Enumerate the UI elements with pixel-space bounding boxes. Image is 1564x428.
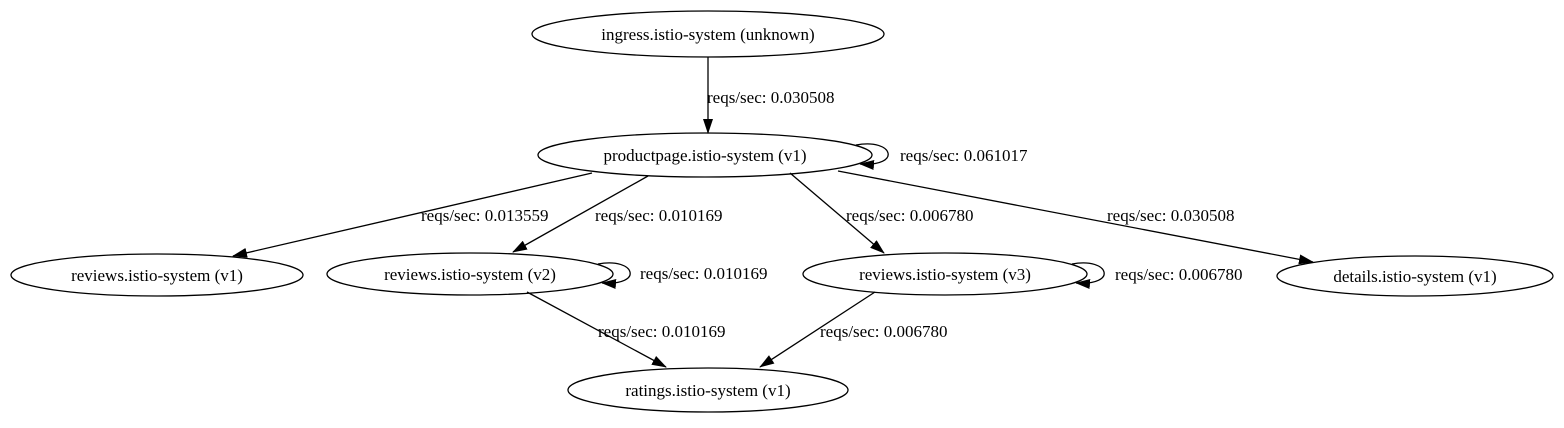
edge-productpage-reviews-v2-label: reqs/sec: 0.010169 (595, 206, 722, 225)
edge-reviews-v3-ratings-line (759, 291, 876, 368)
edge-productpage-reviews-v3-label: reqs/sec: 0.006780 (846, 206, 973, 225)
node-ratings-v1: ratings.istio-system (v1) (567, 367, 849, 413)
edge-productpage-selfloop-label: reqs/sec: 0.061017 (900, 146, 1028, 165)
node-details-v1-ellipse (1276, 255, 1554, 297)
edge-ingress-productpage: reqs/sec: 0.030508 (703, 57, 834, 134)
edge-ingress-productpage-label: reqs/sec: 0.030508 (707, 88, 834, 107)
node-productpage-label: productpage.istio-system (v1) (603, 146, 806, 165)
edge-productpage-reviews-v2-line (512, 175, 649, 253)
node-reviews-v1-ellipse (10, 253, 304, 297)
node-reviews-v1: reviews.istio-system (v1) (10, 253, 304, 297)
node-reviews-v2-label: reviews.istio-system (v2) (384, 265, 556, 284)
node-reviews-v2: reviews.istio-system (v2) (326, 252, 614, 296)
edge-reviews-v3-selfloop: reqs/sec: 0.006780 (1071, 262, 1242, 289)
node-reviews-v3-ellipse (802, 252, 1088, 296)
edge-productpage-reviews-v2: reqs/sec: 0.010169 (512, 175, 722, 253)
edge-reviews-v3-selfloop-label: reqs/sec: 0.006780 (1115, 265, 1242, 284)
node-ingress-label: ingress.istio-system (unknown) (601, 25, 814, 44)
node-productpage: productpage.istio-system (v1) (537, 132, 873, 178)
node-reviews-v1-label: reviews.istio-system (v1) (71, 266, 243, 285)
edge-productpage-selfloop-line (855, 143, 889, 170)
edge-reviews-v2-ratings: reqs/sec: 0.010169 (526, 291, 725, 368)
edge-productpage-details-v1: reqs/sec: 0.030508 (837, 170, 1314, 265)
edge-productpage-reviews-v3: reqs/sec: 0.006780 (789, 172, 973, 254)
edge-productpage-details-v1-line (837, 170, 1314, 265)
edge-reviews-v3-ratings-label: reqs/sec: 0.006780 (820, 322, 947, 341)
edge-reviews-v2-selfloop: reqs/sec: 0.010169 (597, 262, 767, 289)
node-reviews-v2-ellipse (326, 252, 614, 296)
node-productpage-ellipse (537, 132, 873, 178)
node-ingress-ellipse (531, 10, 885, 58)
node-ratings-v1-label: ratings.istio-system (v1) (625, 381, 790, 400)
edge-productpage-reviews-v3-line (789, 172, 885, 254)
edge-productpage-reviews-v1: reqs/sec: 0.013559 (232, 172, 593, 258)
node-ingress: ingress.istio-system (unknown) (531, 10, 885, 58)
edge-reviews-v2-ratings-line (526, 291, 667, 368)
edge-productpage-reviews-v1-label: reqs/sec: 0.013559 (421, 206, 548, 225)
edge-productpage-selfloop: reqs/sec: 0.061017 (855, 143, 1028, 170)
node-ratings-v1-ellipse (567, 367, 849, 413)
node-reviews-v3-label: reviews.istio-system (v3) (859, 265, 1031, 284)
edge-reviews-v2-selfloop-label: reqs/sec: 0.010169 (640, 264, 767, 283)
edge-productpage-details-v1-label: reqs/sec: 0.030508 (1107, 206, 1234, 225)
edge-reviews-v3-ratings: reqs/sec: 0.006780 (759, 291, 947, 368)
edge-productpage-reviews-v1-line (232, 172, 593, 258)
node-details-v1-label: details.istio-system (v1) (1333, 267, 1496, 286)
edge-reviews-v2-selfloop-line (597, 262, 631, 289)
node-details-v1: details.istio-system (v1) (1276, 255, 1554, 297)
edge-reviews-v3-selfloop-line (1071, 262, 1105, 289)
node-reviews-v3: reviews.istio-system (v3) (802, 252, 1088, 296)
edge-reviews-v2-ratings-label: reqs/sec: 0.010169 (598, 322, 725, 341)
